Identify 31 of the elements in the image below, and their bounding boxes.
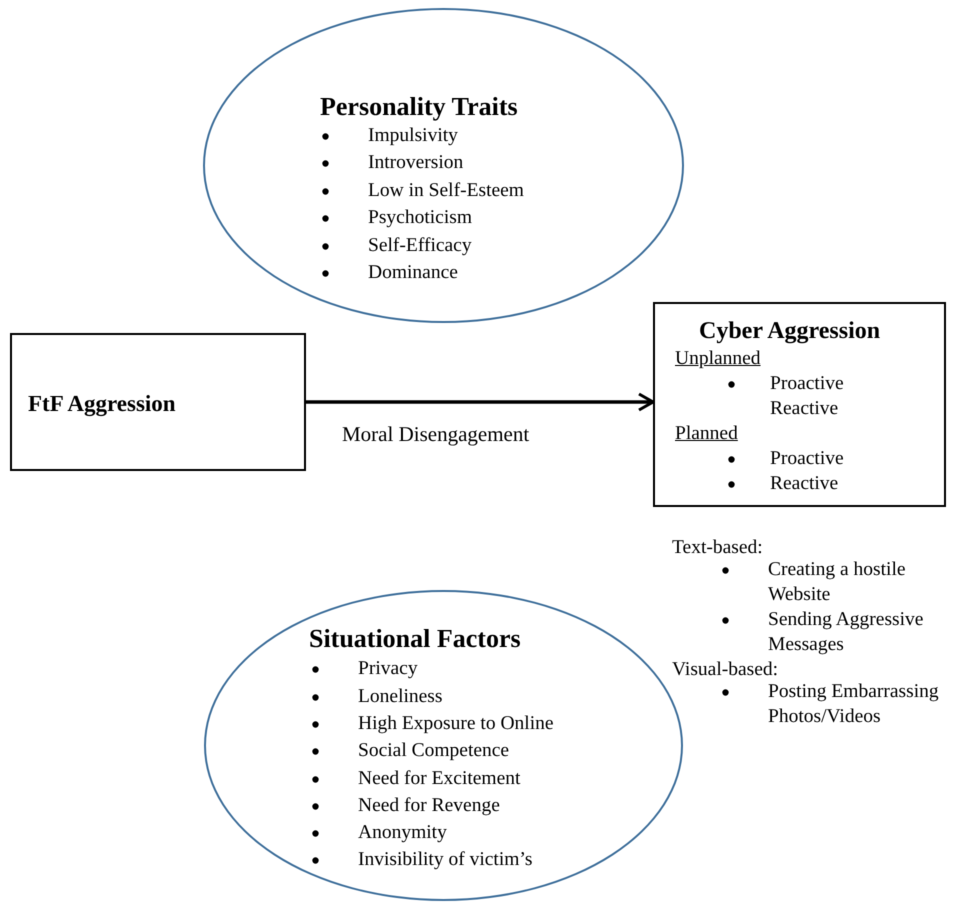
list-subheading: Unplanned: [675, 347, 761, 371]
list-item: Invisibility of victim’s: [358, 848, 534, 872]
list-item: Proactive: [770, 447, 845, 471]
list-item: Posting Embarrassing Photos/Videos: [768, 680, 940, 729]
list-item: Anonymity: [358, 821, 448, 846]
process-box: [10, 333, 306, 471]
list-item: Impulsivity: [368, 124, 459, 148]
list-item: Creating a hostile Website: [768, 558, 907, 607]
list-item: Social Competence: [358, 739, 510, 764]
list-item: Low in Self-Esteem: [368, 178, 525, 202]
node-heading: FtF Aggression: [28, 391, 176, 416]
list-item: Privacy: [358, 657, 419, 682]
list-item: High Exposure to Online: [358, 712, 555, 736]
list-item: Proactive Reactive: [770, 372, 845, 421]
process-box: [653, 302, 946, 507]
list-item: Sending Aggressive Messages: [768, 608, 924, 657]
list-subheading: Planned: [675, 422, 738, 446]
list-item: Dominance: [368, 261, 459, 285]
list-item: Need for Excitement: [358, 766, 522, 790]
text-label: Text-based:: [672, 536, 764, 560]
node-heading: Cyber Aggression: [699, 318, 880, 344]
list-item: Self-Efficacy: [368, 234, 473, 258]
list-item: Introversion: [368, 151, 464, 175]
node-heading: Personality Traits: [320, 93, 518, 122]
list-item: Reactive: [770, 472, 840, 496]
list-item: Need for Revenge: [358, 794, 501, 818]
list-item: Psychoticism: [368, 206, 474, 230]
list-item: Loneliness: [358, 684, 444, 709]
node-heading: Situational Factors: [309, 625, 521, 654]
text-label: Visual-based:: [672, 658, 780, 682]
arrow: [306, 392, 654, 412]
